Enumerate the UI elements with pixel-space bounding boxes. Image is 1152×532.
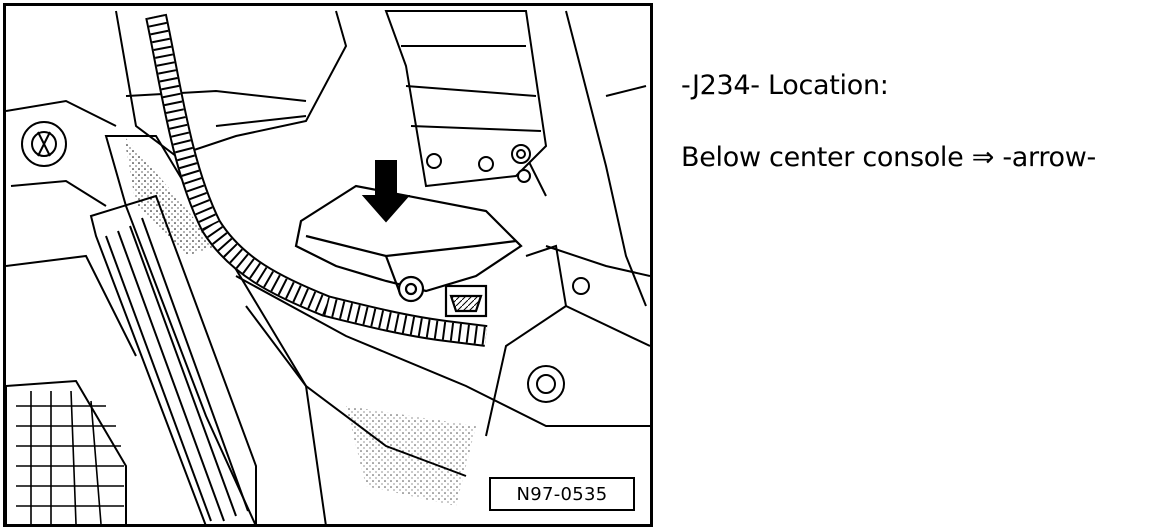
location-detail: Below center console ⇒ -arrow-	[681, 142, 1096, 173]
location-heading: -J234- Location:	[681, 70, 889, 101]
down-arrow-icon	[361, 160, 411, 223]
vehicle-interior-drawing	[6, 10, 650, 524]
illustration-figure: N97-0535	[3, 3, 653, 527]
figure-id-label: N97-0535	[489, 477, 635, 511]
location-description: -J234- Location: Below center console ⇒ …	[681, 68, 1141, 212]
